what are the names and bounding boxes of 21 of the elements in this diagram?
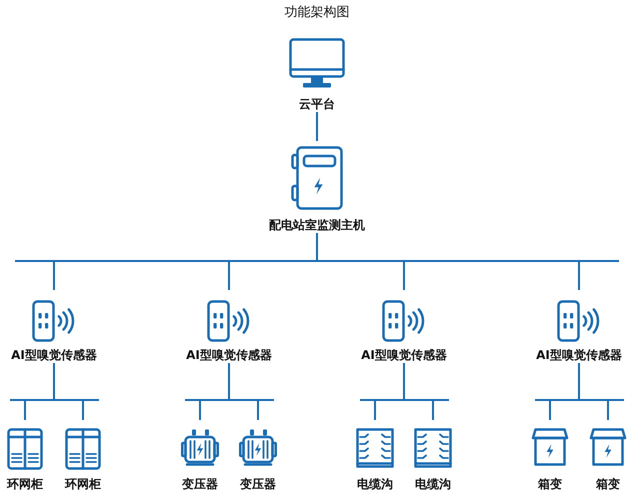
connector-line [578, 363, 609, 420]
node-label: 云平台 [299, 97, 335, 111]
connector-line [403, 363, 434, 420]
node-label: 电缆沟 [357, 477, 393, 491]
node-label: 环网柜 [7, 477, 43, 491]
node-label: 配电站室监测主机 [269, 218, 365, 232]
node-label: 环网柜 [65, 477, 101, 491]
node-label: AI型嗅觉传感器 [11, 348, 97, 362]
node-label: AI型嗅觉传感器 [536, 348, 622, 362]
node-label: AI型嗅觉传感器 [186, 348, 272, 362]
connector-line [53, 363, 84, 420]
node-label: 变压器 [240, 477, 276, 491]
connector-line [228, 363, 259, 420]
node-label: 箱变 [538, 477, 562, 491]
connector-line [316, 233, 580, 290]
diagram-title: 功能架构图 [284, 5, 350, 21]
connector-line [316, 112, 318, 141]
node-label: 变压器 [182, 477, 218, 491]
node-label: AI型嗅觉传感器 [361, 348, 447, 362]
node-label: 电缆沟 [415, 477, 451, 491]
node-label: 箱变 [596, 477, 620, 491]
